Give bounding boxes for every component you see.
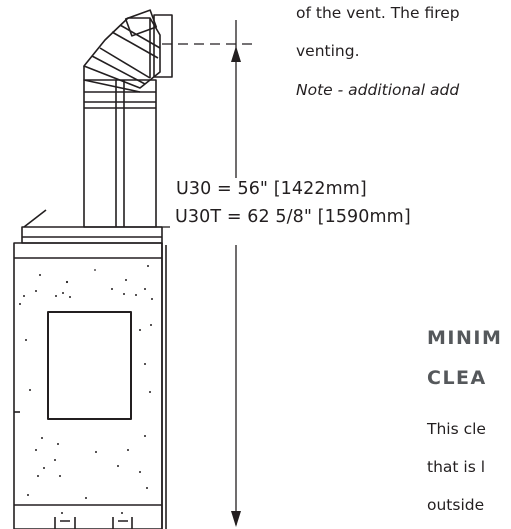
vent-pipe: [83, 79, 157, 228]
top-angle-line: [23, 209, 47, 228]
section-heading-line-2: CLEA: [427, 367, 487, 389]
fireplace-body: [13, 242, 167, 529]
body-text-line-3: outside: [427, 496, 485, 514]
fireplace-window: [47, 311, 132, 420]
height-dimension-line: [156, 20, 252, 525]
note-text: Note - additional add: [296, 81, 460, 99]
dimension-arrowheads: [231, 46, 241, 527]
intro-text-line-2: venting.: [296, 42, 360, 60]
body-text-line-1: This cle: [427, 420, 486, 438]
dimension-label-u30t: U30T = 62 5/8" [1590mm]: [175, 207, 411, 227]
dimension-label-u30: U30 = 56" [1422mm]: [176, 179, 367, 199]
body-text-line-2: that is l: [427, 458, 486, 476]
stone-speckles: [19, 265, 153, 514]
unit-feet: [54, 517, 133, 529]
intro-text-line-1: of the vent. The firep: [296, 4, 460, 22]
section-heading-line-1: MINIM: [427, 327, 503, 349]
unit-top-collar: [21, 226, 163, 244]
